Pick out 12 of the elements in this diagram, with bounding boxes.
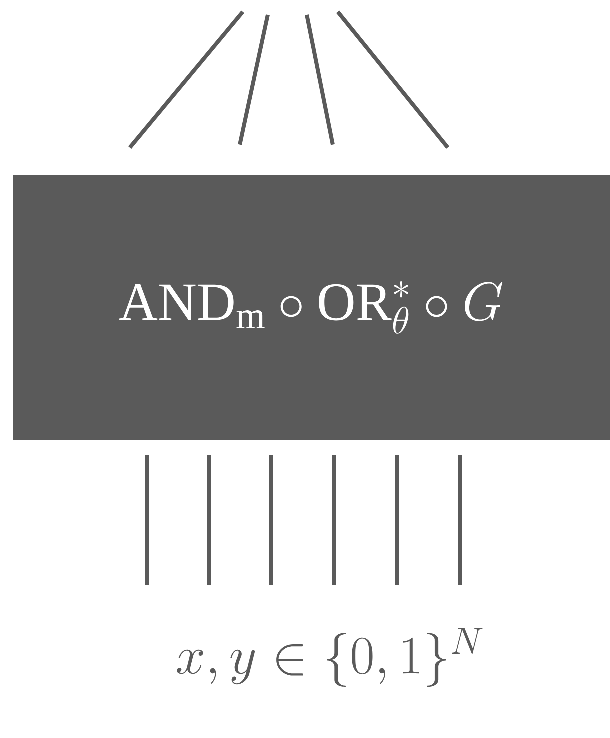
line <box>145 455 149 585</box>
line <box>207 455 211 585</box>
line <box>336 10 450 150</box>
line <box>128 10 245 150</box>
line <box>238 14 270 146</box>
line <box>332 455 336 585</box>
line <box>269 455 273 585</box>
line <box>305 14 335 146</box>
input-formula: $x, y \in \{0,1\}^{N}$ <box>177 628 483 688</box>
line <box>458 455 462 585</box>
function-box: $\mathrm{AND}_{\mathrm{m}}\circ\mathrm{OR}^{*}_{\theta}\circ G$ <box>13 175 610 440</box>
line <box>395 455 399 585</box>
